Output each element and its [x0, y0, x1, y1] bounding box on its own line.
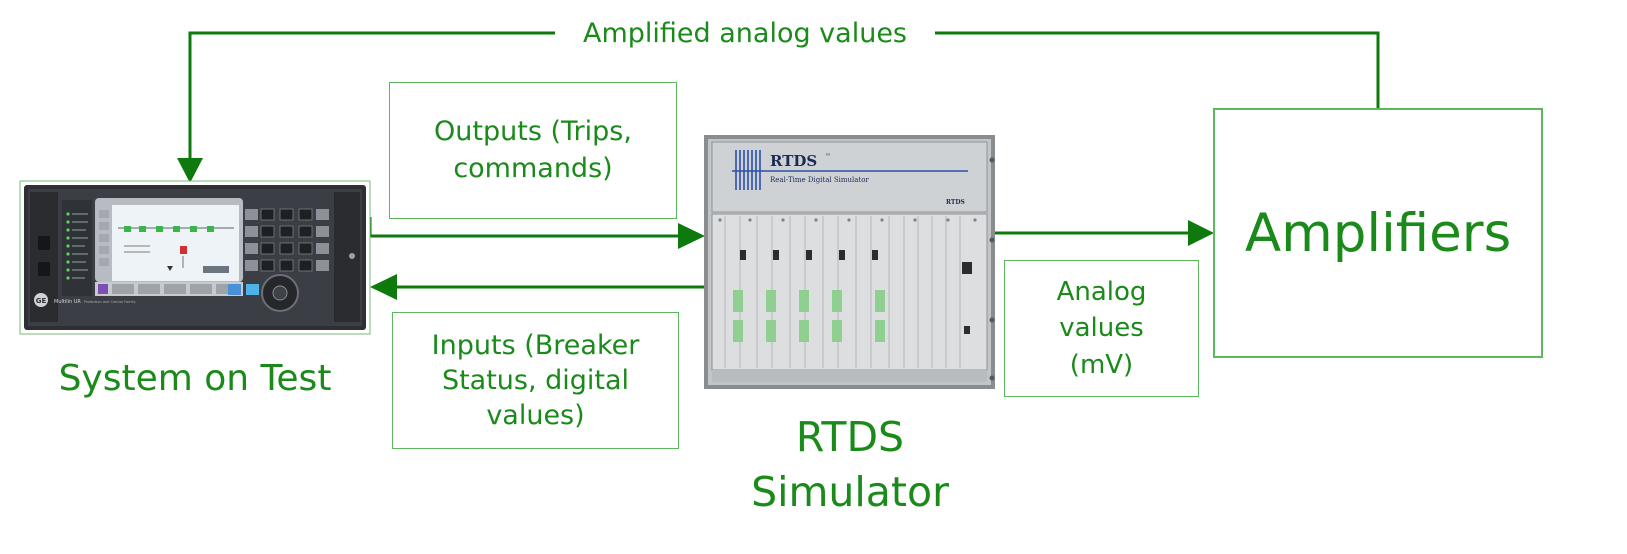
outputs-arrow: [368, 217, 680, 238]
outputs-label-box: Outputs (Trips, commands): [389, 82, 677, 219]
inputs-label-box: Inputs (Breaker Status, digital values): [392, 312, 679, 449]
svg-text:GE: GE: [36, 297, 47, 305]
rtds-tm-text: ™: [825, 153, 831, 160]
analog-values-arrowhead: [1188, 220, 1214, 246]
relay-device-image: GE Multilin UR Protection and Control Fa…: [19, 180, 371, 335]
relay-brand-text: Multilin UR: [54, 299, 81, 305]
analog-values-label-box: Analog values (mV): [1004, 260, 1199, 397]
rtds-rack-image: RTDS ™ Real-Time Digital Simulator RTDS: [704, 135, 995, 389]
outputs-arrowhead: [678, 223, 705, 249]
inputs-arrowhead: [370, 274, 397, 300]
rtds-small-logo-text: RTDS: [946, 199, 965, 206]
inputs-label: Inputs (Breaker Status, digital values): [431, 329, 640, 432]
relay-tagline-text: Protection and Control Family: [84, 300, 136, 304]
analog-values-label: Analog values (mV): [1056, 276, 1147, 380]
amplifiers-label: Amplifiers: [1244, 202, 1512, 264]
rtds-simulator-label: RTDS Simulator: [751, 413, 949, 517]
amplified-analog-values-label: Amplified analog values: [555, 14, 935, 54]
system-on-test-label: System on Test: [58, 358, 332, 399]
rtds-brand-text: RTDS: [770, 152, 817, 170]
amplifiers-box: Amplifiers: [1213, 108, 1543, 358]
outputs-label: Outputs (Trips, commands): [434, 116, 632, 184]
rtds-subtitle-text: Real-Time Digital Simulator: [770, 176, 869, 184]
amplified-values-arrowhead: [177, 158, 203, 183]
